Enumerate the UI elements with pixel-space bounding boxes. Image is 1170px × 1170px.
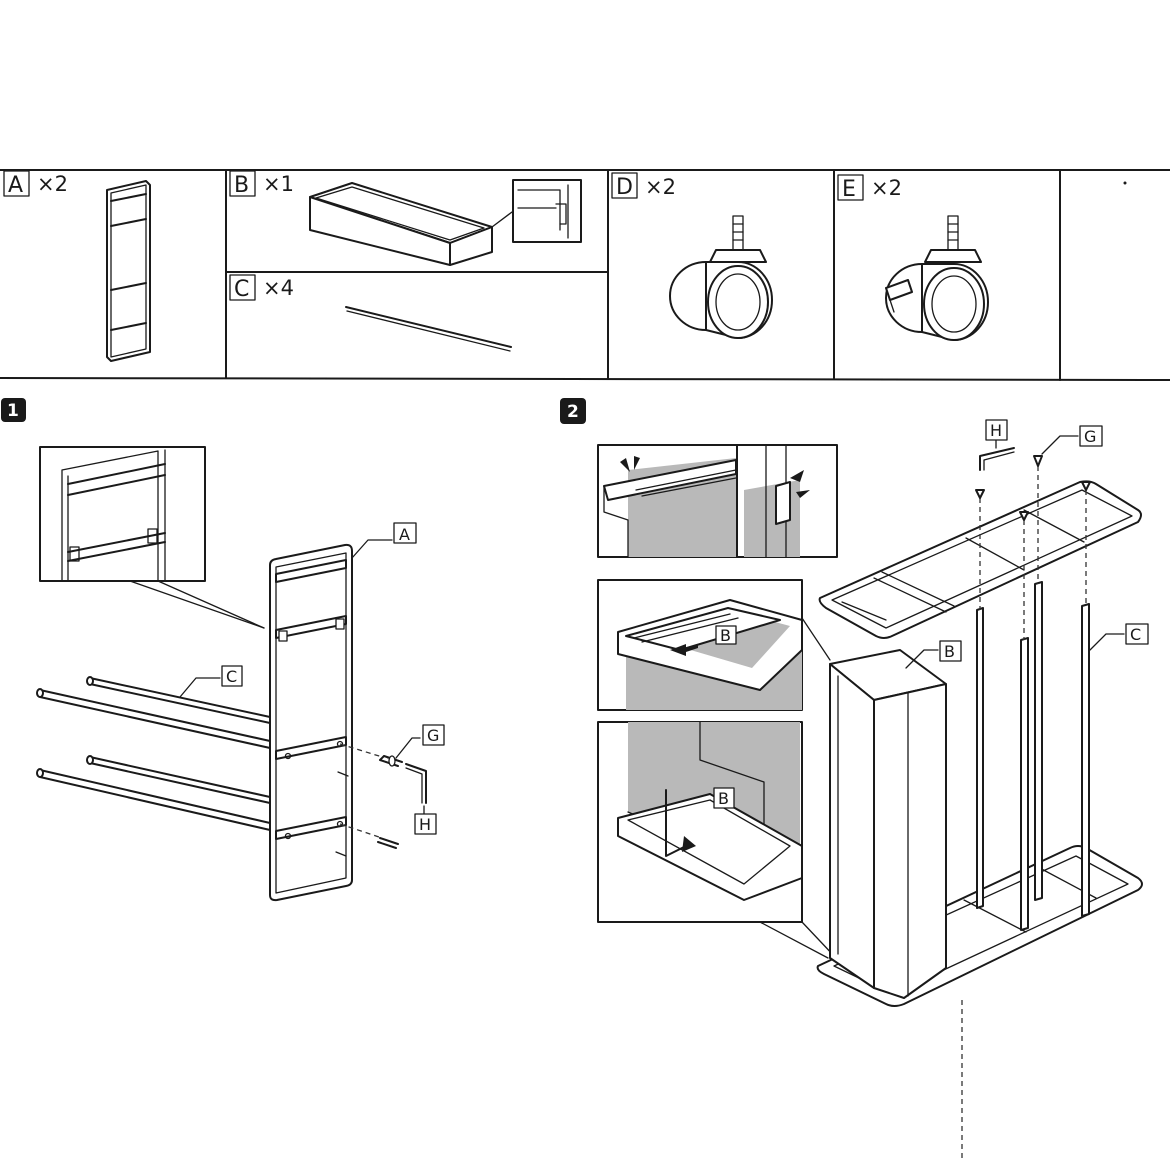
part-e-label-box [837,174,864,201]
part-e: E ×2 [837,174,989,341]
step-2-top-frame [818,480,1142,639]
connecting-rod-icon [345,306,512,352]
step-2-detail-place: B [597,721,803,923]
callout-g: G [427,726,439,745]
screw-g-icon [1033,455,1043,467]
step-2-number: 2 [567,402,579,422]
step-1-badge [1,398,26,422]
screw-g-icon [377,837,399,849]
callout-b-step2: B [944,642,955,661]
side-frame-icon [106,180,151,362]
callout-c: C [226,667,237,686]
step-1-callouts: A C G H [179,522,445,835]
part-b-label-box [229,170,256,197]
storage-box-icon [309,179,582,266]
step-2-detail-slide: B [597,579,803,711]
part-c-label-box [229,274,256,301]
hex-key-h-icon [979,447,1015,471]
hex-key-h-icon [405,763,427,804]
part-d-label: D [616,175,633,200]
step-1-side-frame [269,543,353,902]
part-d: D ×2 [611,172,773,339]
part-a: A ×2 [3,170,151,362]
step-2-badge [560,398,586,424]
callout-g-step2: G [1084,427,1096,446]
part-b-count: ×1 [263,172,294,196]
step-1-number: 1 [7,401,19,421]
step-2-storage-box [829,649,947,999]
part-c-label: C [234,277,249,302]
callout-b-detail2: B [718,789,729,808]
step-1-fasteners [335,743,427,857]
part-b: B ×1 [229,170,582,266]
part-e-count: ×2 [871,176,902,200]
part-a-label: A [8,173,23,198]
locking-caster-icon [885,215,989,341]
step-2-callouts: H G B C [905,419,1149,669]
caster-wheel-icon [669,215,773,339]
step-1: 1 [1,398,445,902]
step-2: 2 B [560,398,1149,1160]
step-1-rods [36,676,271,831]
screw-g-icon [975,489,985,499]
part-c-count: ×4 [263,276,294,300]
step-2-guides [961,466,1087,1160]
step-2-detail-clip [597,444,838,558]
screw-head-icon [388,755,396,767]
callout-c-step2: C [1130,625,1141,644]
part-d-count: ×2 [645,175,676,199]
part-e-label: E [842,177,856,202]
part-c: C ×4 [229,274,512,352]
part-a-count: ×2 [37,172,68,196]
step-2-fasteners [975,447,1091,521]
callout-h: H [419,815,431,834]
step-2-rods [976,581,1090,931]
parts-list: A ×2 B ×1 [0,169,1170,381]
screw-g-icon [1019,511,1029,521]
callout-b-detail1: B [720,626,731,645]
part-d-label-box [611,172,638,199]
callout-a: A [399,525,410,544]
speck [1123,181,1127,185]
callout-h-step2: H [990,421,1002,440]
screw-g-icon [1081,481,1091,491]
part-a-label-box [3,170,30,197]
part-b-label: B [234,173,249,198]
step-1-detail-inset [39,446,265,629]
